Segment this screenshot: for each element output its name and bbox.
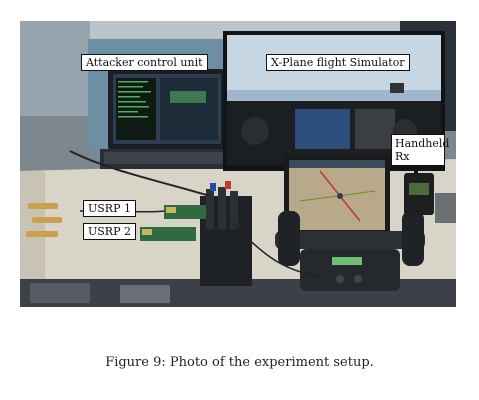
label-handheld-rx: Handheld Rx bbox=[391, 134, 449, 166]
label-usrp-2: USRP 2 bbox=[83, 223, 136, 240]
label-attacker-control-unit: Attacker control unit bbox=[81, 54, 208, 71]
figure-photo-container: Attacker control unit X-Plane flight Sim… bbox=[20, 21, 456, 307]
label-usrp-1: USRP 1 bbox=[83, 200, 136, 217]
label-xplane-simulator: X-Plane flight Simulator bbox=[266, 54, 410, 71]
figure-caption: Figure 9: Photo of the experiment setup. bbox=[105, 355, 374, 370]
